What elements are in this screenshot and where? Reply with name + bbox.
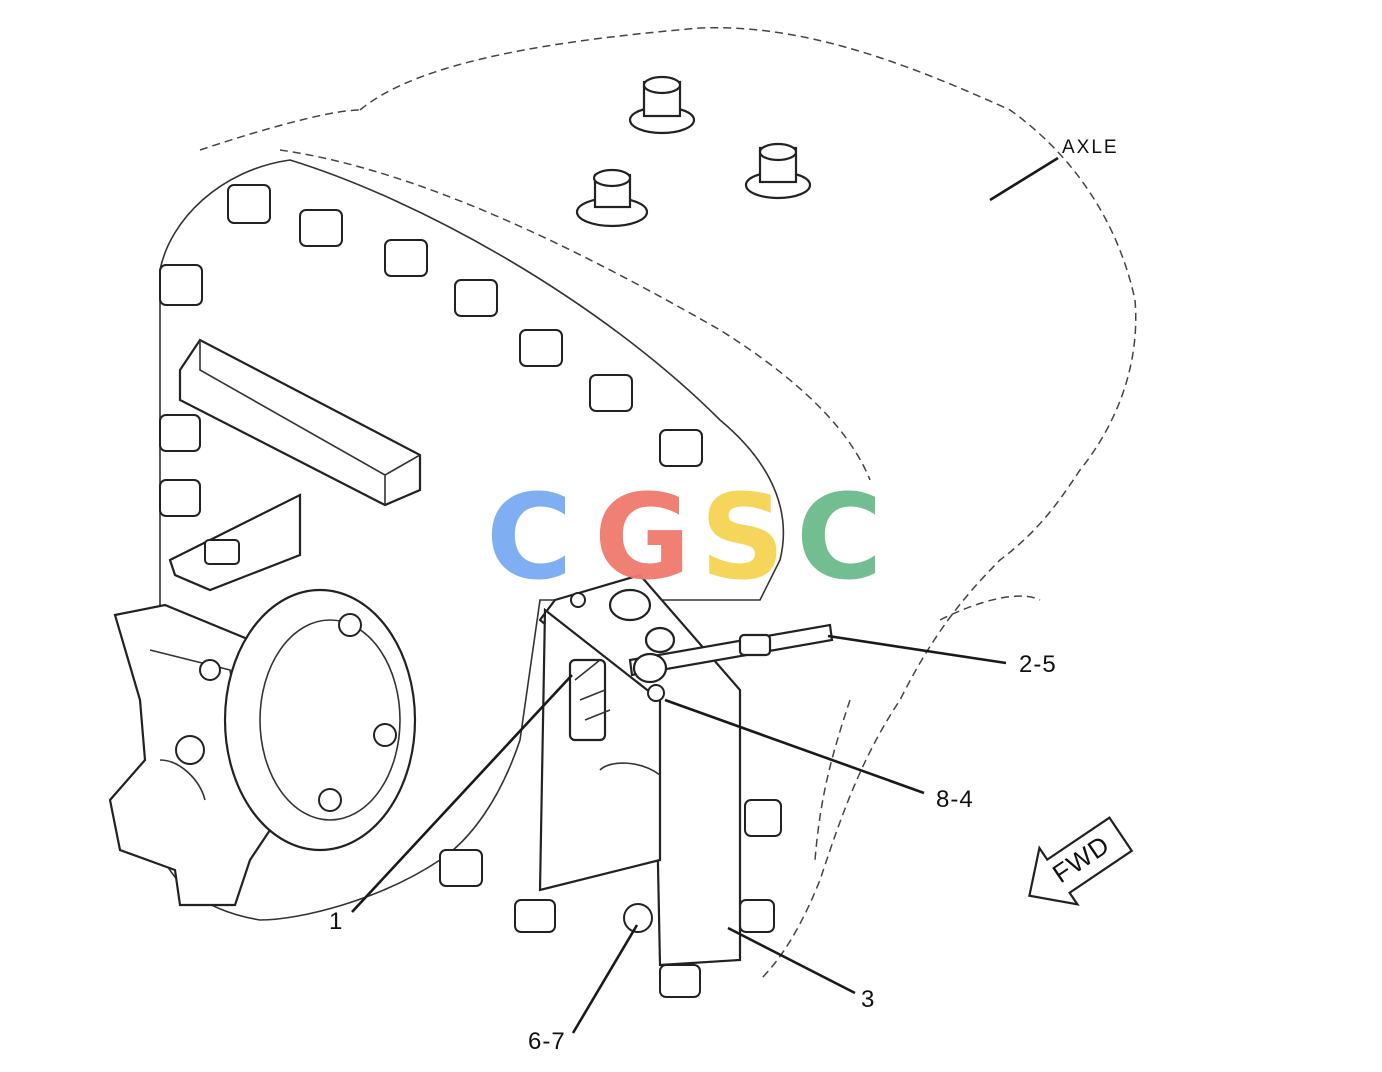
leader-axle xyxy=(989,156,1059,202)
leader-6-7 xyxy=(571,924,639,1034)
support-bracket-bolt xyxy=(204,539,240,565)
top-plug-center xyxy=(628,75,696,135)
callout-3: 3 xyxy=(861,986,876,1013)
callout-2-5: 2-5 xyxy=(1019,651,1057,678)
axle-label: AXLE xyxy=(1062,137,1119,158)
leader-2-5 xyxy=(827,634,1007,665)
leader-3 xyxy=(727,926,856,995)
plate-mounting-bolt xyxy=(623,903,653,933)
hose-assembly xyxy=(599,623,834,776)
plate-port xyxy=(608,588,652,622)
axle-housing-outline xyxy=(359,26,1137,981)
top-plug-left xyxy=(575,168,649,228)
plate-screw xyxy=(570,592,586,608)
fwd-arrow xyxy=(1028,816,1134,906)
callout-8-4: 8-4 xyxy=(936,786,974,813)
callout-6-7: 6-7 xyxy=(528,1028,566,1055)
top-plug-right xyxy=(744,142,812,200)
yoke-flange-disc xyxy=(223,588,417,852)
switch-sensor xyxy=(568,658,611,742)
watermark-letter-c1: C xyxy=(486,468,573,606)
watermark-letter-g: G xyxy=(594,468,691,606)
differential-housing-face xyxy=(159,159,785,921)
fitting-bolt xyxy=(647,684,665,702)
callout-1: 1 xyxy=(329,908,344,935)
axle-housing-lower-edge xyxy=(814,595,1041,861)
housing-bolt-ring xyxy=(159,184,782,998)
upper-bracket-edge xyxy=(199,340,421,505)
upper-bracket-arm xyxy=(178,338,422,507)
leader-1 xyxy=(351,674,573,913)
watermark: C G S C xyxy=(486,468,906,606)
watermark-letter-s: S xyxy=(700,468,785,606)
leader-8-4 xyxy=(664,698,925,795)
axle-housing-top-edge xyxy=(199,109,871,481)
watermark-letter-c2: C xyxy=(796,468,883,606)
